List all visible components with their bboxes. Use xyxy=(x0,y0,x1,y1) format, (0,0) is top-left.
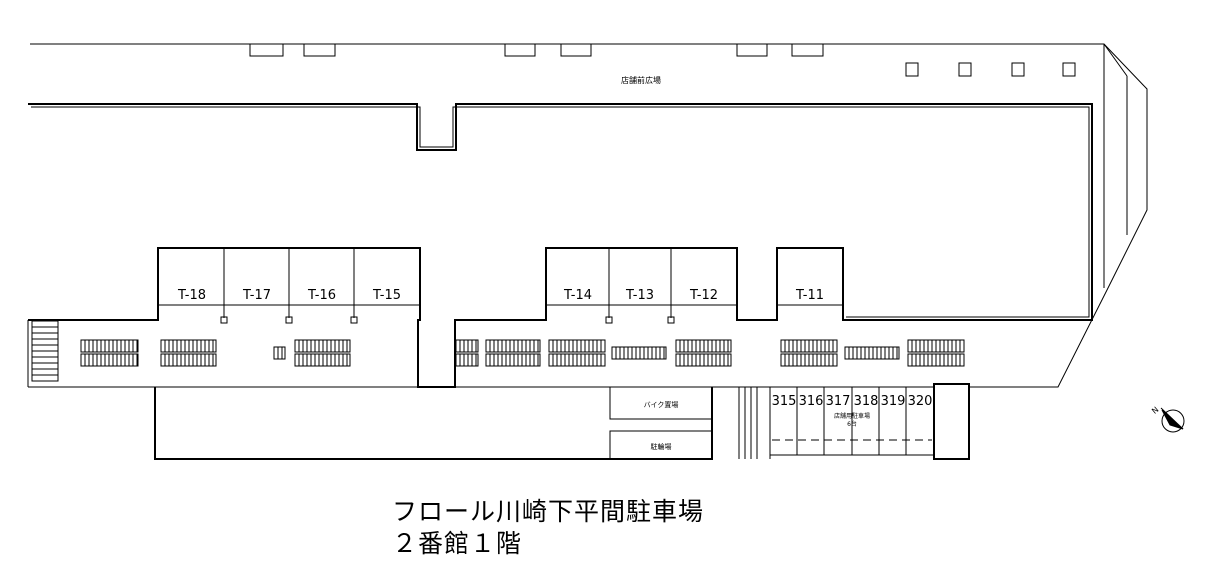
title-line-1: フロール川崎下平間駐車場 xyxy=(392,497,705,526)
bicycle-parking-label: 駐輪場 xyxy=(651,442,672,451)
slot-label-317: 317 xyxy=(826,394,851,409)
north-arrow-icon xyxy=(1161,408,1185,433)
unit-label-t11: T-11 xyxy=(795,288,824,303)
unit-label-t18: T-18 xyxy=(177,288,206,303)
lower-building-outline xyxy=(155,384,969,459)
bicycle-rack xyxy=(612,347,666,359)
north-letter: N xyxy=(1150,405,1160,416)
unit-label-t16: T-16 xyxy=(307,288,336,303)
bicycle-rack xyxy=(456,354,478,366)
slot-label-315: 315 xyxy=(772,394,797,409)
slot-label-318: 318 xyxy=(854,394,879,409)
diagram-title: フロール川崎下平間駐車場 ２番館１階 xyxy=(392,496,704,560)
stairs-left xyxy=(32,321,58,381)
bicycle-rack xyxy=(274,347,285,359)
slot-label-320: 320 xyxy=(908,394,933,409)
unit-label-t15: T-15 xyxy=(372,288,401,303)
bicycle-rack xyxy=(486,354,540,366)
plaza-label: 店舗前広場 xyxy=(621,75,661,85)
upper-building-outline xyxy=(28,104,1092,387)
bike-parking-label: バイク置場 xyxy=(644,400,679,409)
bicycle-racks xyxy=(81,340,964,366)
shop-parking-label: 店舗用駐車場 xyxy=(834,412,870,420)
unit-label-t17: T-17 xyxy=(242,288,271,303)
top-fixtures xyxy=(250,44,1075,76)
site-boundary-top xyxy=(30,44,1147,387)
bicycle-rack xyxy=(845,347,899,359)
unit-label-t14: T-14 xyxy=(563,288,592,303)
unit-label-t12: T-12 xyxy=(689,288,718,303)
shop-parking-count: 6台 xyxy=(847,420,857,428)
slot-label-319: 319 xyxy=(881,394,906,409)
slot-label-316: 316 xyxy=(799,394,824,409)
bicycle-rack xyxy=(486,340,540,352)
title-line-2: ２番館１階 xyxy=(392,529,523,558)
unit-label-t13: T-13 xyxy=(625,288,654,303)
site-boundary-inner-diagonal xyxy=(1104,44,1127,76)
bicycle-rack xyxy=(456,340,478,352)
